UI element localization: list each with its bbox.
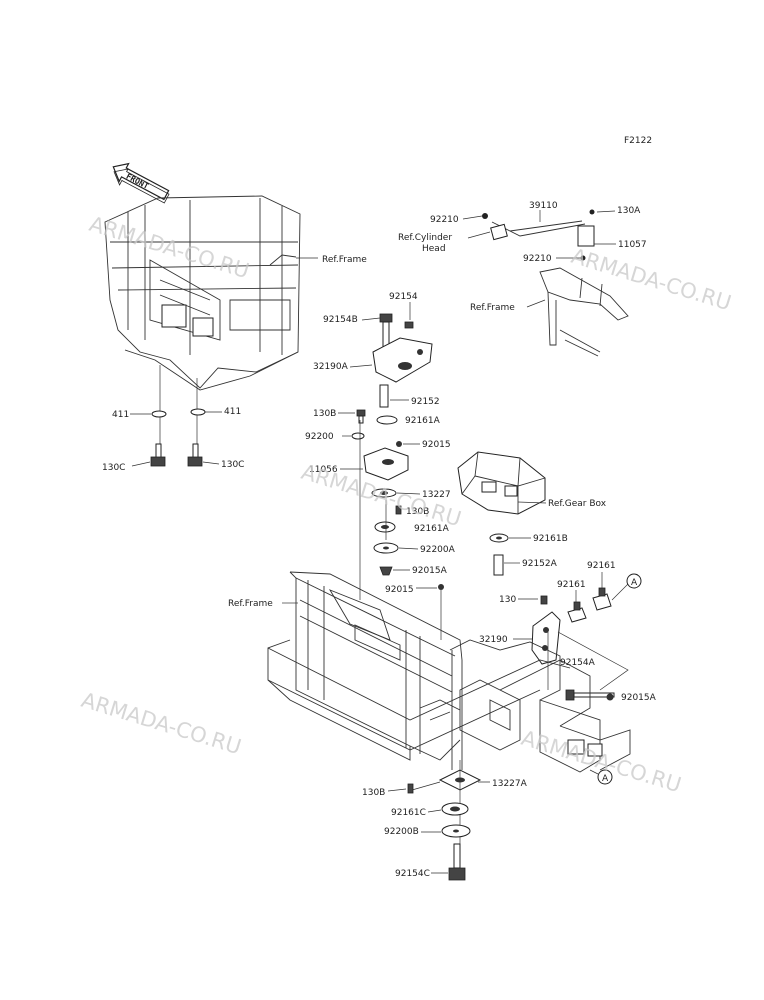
ref-circle-a-bottom-label: A: [602, 774, 609, 784]
washer-411-right: [190, 408, 206, 416]
part-11057: 11057: [618, 240, 647, 250]
mount-92161-a: [567, 601, 587, 623]
mount-92161A-a: [376, 415, 398, 425]
bolt-130C-left: [150, 443, 166, 467]
part-92015A-b: 92015A: [621, 693, 657, 703]
part-92154A: 92154A: [560, 658, 596, 668]
part-411-left: 411: [112, 410, 129, 420]
part-92161B: 92161B: [533, 534, 568, 544]
part-92200B: 92200B: [384, 827, 419, 837]
part-92152: 92152: [411, 397, 440, 407]
frame-lower-main: [267, 571, 631, 773]
gear-box-mount: [457, 451, 546, 515]
washer-92200: [351, 432, 365, 440]
mount-92161-b: [592, 587, 612, 611]
bracket-11056: [363, 447, 409, 481]
part-130B-a: 130B: [313, 409, 336, 419]
bolt-92154A: [565, 689, 615, 701]
nut-92015-a: [396, 441, 402, 447]
diagram-code: F2122: [624, 136, 652, 146]
front-arrow-icon: FRONT: [112, 162, 170, 204]
nut-92015A-b: [606, 693, 614, 701]
part-92161A-a: 92161A: [405, 416, 441, 426]
watermark-1: ARMADA-CO.RU: [87, 212, 252, 283]
bolt-130: [540, 595, 548, 605]
part-13227A: 13227A: [492, 779, 528, 789]
part-130: 130: [499, 595, 516, 605]
part-92154B: 92154B: [323, 315, 358, 325]
part-92154: 92154: [389, 292, 418, 302]
bolt-92154C: [448, 843, 466, 881]
washer-411-left: [151, 410, 167, 418]
bolt-130B-a: [356, 409, 366, 424]
collar-92152: [379, 384, 389, 408]
part-130C-right: 130C: [221, 460, 244, 470]
nut-92015-b: [438, 584, 444, 590]
bolt-130B-c: [407, 783, 414, 794]
part-39110: 39110: [529, 201, 558, 211]
frame-upper-left: [104, 195, 318, 391]
bracket-32190A: [372, 337, 433, 383]
part-32190: 32190: [479, 635, 508, 645]
part-130B-c: 130B: [362, 788, 385, 798]
part-92161-b: 92161: [587, 561, 616, 571]
ref-gear-box: Ref.Gear Box: [548, 499, 607, 509]
ref-frame-top: Ref.Frame: [322, 255, 367, 265]
watermark-2: ARMADA-CO.RU: [569, 244, 734, 315]
watermark-5: ARMADA-CO.RU: [519, 726, 684, 797]
part-130C-left: 130C: [102, 463, 125, 473]
part-92200: 92200: [305, 432, 334, 442]
part-92161A-b: 92161A: [414, 524, 450, 534]
part-92161-a: 92161: [557, 580, 586, 590]
part-13227: 13227: [422, 490, 451, 500]
bracket-32190: [531, 611, 561, 665]
bolt-92154: [404, 321, 414, 329]
part-130A: 130A: [617, 206, 641, 216]
part-92015-a: 92015: [422, 440, 451, 450]
ref-circle-a-top: [626, 573, 642, 589]
part-130B-b: 130B: [406, 507, 429, 517]
collar-92152A: [493, 554, 504, 576]
part-92161C: 92161C: [391, 808, 426, 818]
watermark-4: ARMADA-CO.RU: [79, 688, 244, 759]
ref-frame-low: Ref.Frame: [228, 599, 273, 609]
part-92210-a: 92210: [430, 215, 459, 225]
nut-92015A-a: [379, 566, 393, 576]
ref-frame-mid: Ref.Frame: [470, 303, 515, 313]
part-411-right: 411: [224, 407, 241, 417]
ref-circle-a-bottom: [597, 769, 613, 785]
ref-circle-a-top-label: A: [631, 578, 638, 588]
part-92210-b: 92210: [523, 254, 552, 264]
part-32190A: 32190A: [313, 362, 349, 372]
part-92200A: 92200A: [420, 545, 456, 555]
cylinder-head-assembly: [482, 209, 629, 357]
bolt-130C-right: [187, 443, 203, 467]
part-92154C: 92154C: [395, 869, 430, 879]
part-11056: 11056: [309, 465, 338, 475]
part-92015A-a: 92015A: [412, 566, 448, 576]
part-92152A: 92152A: [522, 559, 558, 569]
part-92015-b: 92015: [385, 585, 414, 595]
bolt-130B-b: [395, 505, 402, 515]
